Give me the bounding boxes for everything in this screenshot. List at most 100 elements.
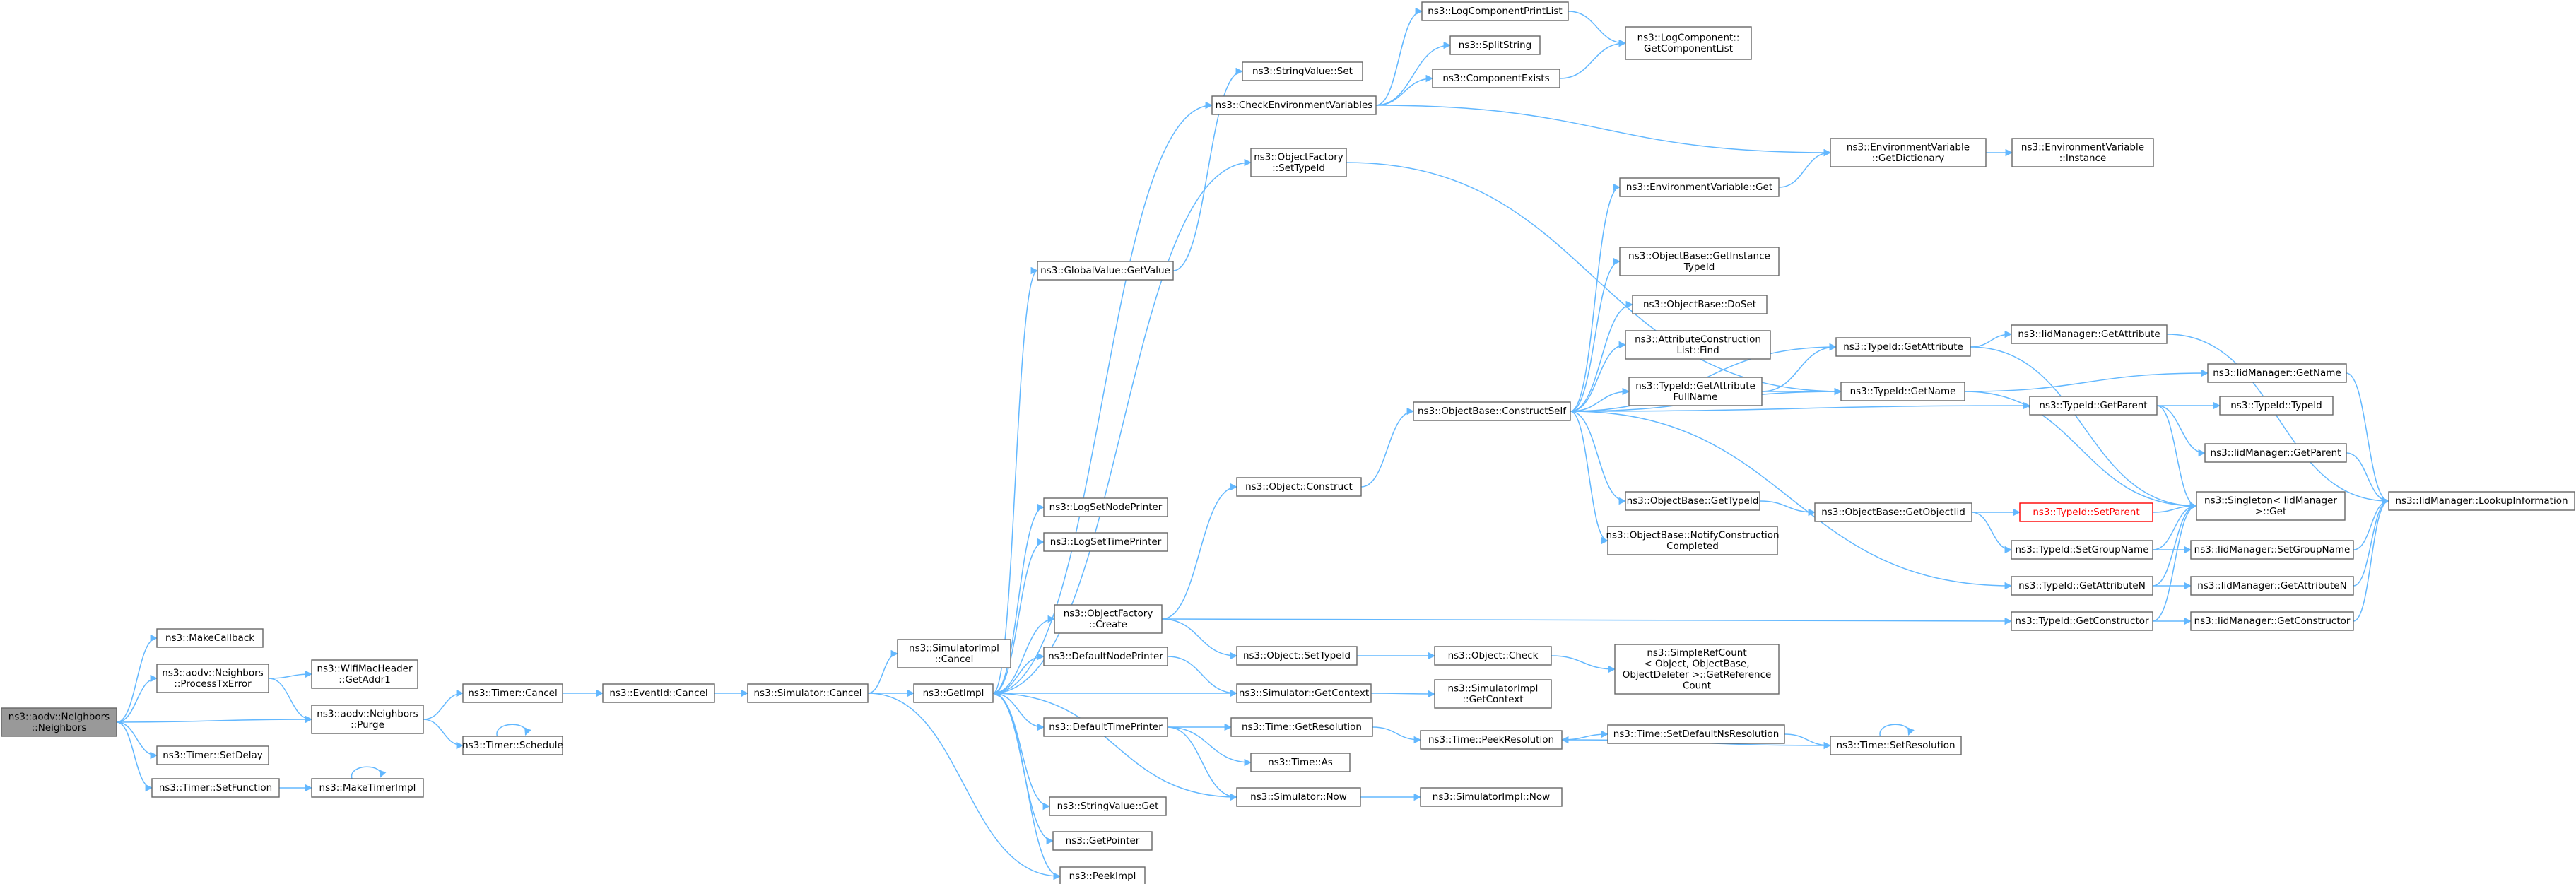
edge-obconstructself-to-obgetinstancetypeid — [1570, 257, 1621, 412]
node-timeas[interactable]: ns3::Time::As — [1250, 753, 1351, 772]
node-obdoset[interactable]: ns3::ObjectBase::DoSet — [1632, 295, 1768, 314]
node-box — [1049, 796, 1167, 816]
node-lookupinfo[interactable]: ns3::IidManager::LookupInformation — [2388, 491, 2575, 511]
node-peekimpl[interactable]: ns3::PeekImpl — [1059, 866, 1146, 884]
node-box — [2204, 443, 2347, 463]
node-timerschedule[interactable]: ns3::Timer::Schedule — [462, 736, 563, 755]
node-label: ns3::Singleton< IidManager — [2204, 495, 2337, 506]
node-tidgetparent[interactable]: ns3::TypeId::GetParent — [2029, 396, 2158, 416]
node-simimplnow[interactable]: ns3::SimulatorImpl::Now — [1420, 787, 1563, 807]
node-iidgetparent[interactable]: ns3::IidManager::GetParent — [2204, 443, 2347, 463]
node-singletonget[interactable]: ns3::Singleton< IidManager>::Get — [2196, 491, 2346, 521]
node-label: ns3::LogComponent:: — [1637, 32, 1740, 43]
node-obnotifyconstr[interactable]: ns3::ObjectBase::NotifyConstructionCompl… — [1606, 526, 1780, 555]
node-box — [2190, 540, 2354, 560]
node-getcomponentlist[interactable]: ns3::LogComponent::GetComponentList — [1625, 26, 1752, 60]
node-simimplgetcontext[interactable]: ns3::SimulatorImpl::GetContext — [1434, 679, 1552, 709]
node-box — [1420, 730, 1563, 750]
node-label: ns3::Object::SetTypeId — [1243, 650, 1351, 661]
node-obgettypeid[interactable]: ns3::ObjectBase::GetTypeId — [1625, 491, 1760, 511]
node-simnow[interactable]: ns3::Simulator::Now — [1236, 787, 1361, 807]
node-tidtypeid[interactable]: ns3::TypeId::TypeId — [2219, 396, 2334, 416]
node-simimplcancel[interactable]: ns3::SimulatorImpl::Cancel — [897, 639, 1011, 668]
node-simplerefcount[interactable]: ns3::SimpleRefCount< Object, ObjectBase,… — [1614, 644, 1780, 695]
node-processtxerror[interactable]: ns3::aodv::Neighbors::ProcessTxError — [156, 664, 269, 693]
node-box — [2011, 540, 2153, 560]
node-obconstructself[interactable]: ns3::ObjectBase::ConstructSelf — [1413, 401, 1571, 421]
node-label: ns3::TypeId::GetAttributeN — [2018, 580, 2146, 591]
node-timesetresolution[interactable]: ns3::Time::SetResolution — [1830, 736, 1962, 755]
node-componentexists[interactable]: ns3::ComponentExists — [1432, 69, 1560, 88]
edge-getimpl-to-logsetnodeprinter — [992, 503, 1045, 694]
node-defaultnodeprinter[interactable]: ns3::DefaultNodePrinter — [1043, 647, 1168, 666]
node-box — [1043, 717, 1168, 737]
node-label: ns3::EnvironmentVariable — [1847, 141, 1970, 153]
node-getimpl[interactable]: ns3::GetImpl — [913, 683, 994, 703]
node-maketimerimpl[interactable]: ns3::MakeTimerImpl — [311, 778, 424, 798]
node-obgetobjectiid[interactable]: ns3::ObjectBase::GetObjectIid — [1814, 502, 1972, 522]
node-envgetdict[interactable]: ns3::EnvironmentVariable::GetDictionary — [1830, 138, 1987, 167]
node-label: ::GetAddr1 — [339, 674, 390, 685]
node-tidsetgroupname[interactable]: ns3::TypeId::SetGroupName — [2011, 540, 2153, 560]
node-timesetdefaultns[interactable]: ns3::Time::SetDefaultNsResolution — [1607, 724, 1785, 744]
node-setdelay[interactable]: ns3::Timer::SetDelay — [156, 745, 269, 765]
node-getaddr1[interactable]: ns3::WifiMacHeader::GetAddr1 — [311, 659, 418, 689]
edge-objcheck-to-simplerefcount — [1551, 655, 1616, 673]
node-tidsetparent[interactable]: ns3::TypeId::SetParent — [2019, 502, 2153, 522]
edge-checkenv-to-envgetdict — [1375, 105, 1832, 157]
node-box — [1236, 683, 1372, 703]
edge-neighbors-to-processtxerror — [116, 674, 158, 723]
node-envget[interactable]: ns3::EnvironmentVariable::Get — [1619, 177, 1780, 197]
node-envinstance[interactable]: ns3::EnvironmentVariable::Instance — [2011, 138, 2154, 167]
node-iidgetattributen[interactable]: ns3::IidManager::GetAttributeN — [2190, 576, 2354, 596]
node-label: ns3::Time::SetDefaultNsResolution — [1613, 729, 1780, 740]
node-setfunction[interactable]: ns3::Timer::SetFunction — [151, 778, 280, 798]
node-label: ns3::SimulatorImpl — [1448, 683, 1539, 694]
node-timercancel[interactable]: ns3::Timer::Cancel — [462, 683, 563, 703]
node-iidgetconstructor[interactable]: ns3::IidManager::GetConstructor — [2190, 611, 2354, 631]
node-stringvalueset[interactable]: ns3::StringValue::Set — [1242, 61, 1363, 81]
node-checkenv[interactable]: ns3::CheckEnvironmentVariables — [1211, 95, 1377, 115]
node-box — [1835, 337, 1971, 357]
node-splitstring[interactable]: ns3::SplitString — [1449, 35, 1541, 55]
node-box — [1230, 717, 1373, 737]
node-ofcreate[interactable]: ns3::ObjectFactory::Create — [1054, 604, 1163, 634]
node-tidgetname[interactable]: ns3::TypeId::GetName — [1840, 382, 1965, 401]
edge-tidgetconstructor-to-singletonget — [2152, 502, 2198, 622]
node-defaulttimeprinter[interactable]: ns3::DefaultTimePrinter — [1043, 717, 1168, 737]
node-logsetnodeprinter[interactable]: ns3::LogSetNodePrinter — [1043, 497, 1168, 517]
node-stringvalueget[interactable]: ns3::StringValue::Get — [1049, 796, 1167, 816]
node-tidgetconstructor[interactable]: ns3::TypeId::GetConstructor — [2011, 611, 2153, 631]
node-timepeekresolution[interactable]: ns3::Time::PeekResolution — [1420, 730, 1563, 750]
node-purge[interactable]: ns3::aodv::Neighbors::Purge — [311, 705, 424, 734]
node-logcompprintlist[interactable]: ns3::LogComponentPrintList — [1421, 1, 1569, 21]
node-gvgetvalue[interactable]: ns3::GlobalValue::GetValue — [1037, 261, 1174, 281]
node-label: ns3::EnvironmentVariable — [2021, 141, 2144, 153]
node-ofsettypeid[interactable]: ns3::ObjectFactory::SetTypeId — [1250, 148, 1347, 177]
node-objconstruct[interactable]: ns3::Object::Construct — [1236, 477, 1362, 497]
node-neighbors[interactable]: ns3::aodv::Neighbors::Neighbors — [1, 707, 117, 737]
node-objcheck[interactable]: ns3::Object::Check — [1434, 646, 1552, 666]
node-box — [1059, 866, 1146, 884]
node-simcancel[interactable]: ns3::Simulator::Cancel — [747, 683, 869, 703]
node-makecallback[interactable]: ns3::MakeCallback — [156, 628, 264, 648]
node-objsettypeid[interactable]: ns3::Object::SetTypeId — [1236, 646, 1358, 666]
node-iidgetname[interactable]: ns3::IidManager::GetName — [2207, 363, 2347, 383]
node-label: ::GetContext — [1462, 694, 1523, 705]
node-tidgetattribute[interactable]: ns3::TypeId::GetAttribute — [1835, 337, 1971, 357]
node-eventidcancel[interactable]: ns3::EventId::Cancel — [602, 683, 715, 703]
node-timegetresolution[interactable]: ns3::Time::GetResolution — [1230, 717, 1373, 737]
node-simgetcontext[interactable]: ns3::Simulator::GetContext — [1236, 683, 1372, 703]
node-logsettimeprinter[interactable]: ns3::LogSetTimePrinter — [1043, 532, 1168, 552]
edge-obgetobjectiid-to-tidsetgroupname — [1971, 512, 2013, 554]
node-iidsetgroupname[interactable]: ns3::IidManager::SetGroupName — [2190, 540, 2354, 560]
node-tidgetattributen[interactable]: ns3::TypeId::GetAttributeN — [2011, 576, 2153, 596]
edge-tidgetparent-to-iidgetparent — [2156, 405, 2206, 457]
node-label: ns3::aodv::Neighbors — [162, 667, 263, 678]
node-getpointer[interactable]: ns3::GetPointer — [1052, 831, 1153, 851]
node-box — [913, 683, 994, 703]
node-iidgetattribute[interactable]: ns3::IidManager::GetAttribute — [2011, 324, 2168, 344]
